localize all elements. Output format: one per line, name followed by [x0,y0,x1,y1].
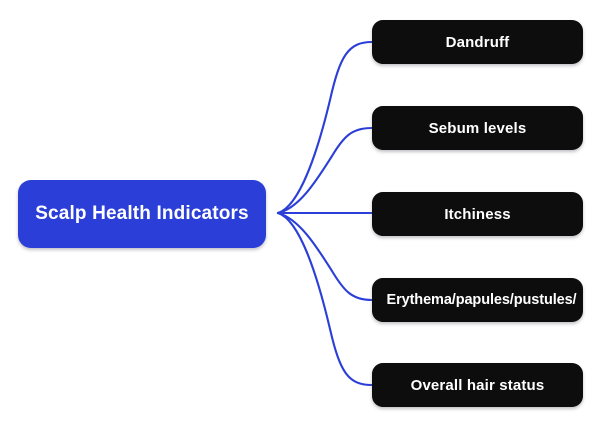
connector-to-overall-hair-status [276,211,374,387]
root-node-scalp-health-indicators[interactable]: Scalp Health Indicators [18,180,266,248]
child-node-erythema-papules-pustules[interactable]: Erythema/papules/pustules/ [372,278,583,322]
child-node-label: Itchiness [444,205,511,223]
child-node-dandruff[interactable]: Dandruff [372,20,583,64]
connector-to-erythema [276,211,374,302]
root-node-label: Scalp Health Indicators [35,203,249,224]
connector-to-sebum-levels [276,126,374,215]
child-node-itchiness[interactable]: Itchiness [372,192,583,236]
child-node-label: Sebum levels [428,119,527,137]
connector-to-dandruff [276,40,374,215]
child-node-label: Overall hair status [410,376,545,394]
child-node-sebum-levels[interactable]: Sebum levels [372,106,583,150]
child-node-label: Erythema/papules/pustules/ [386,292,577,308]
child-node-overall-hair-status[interactable]: Overall hair status [372,363,583,407]
child-node-label: Dandruff [445,33,510,51]
